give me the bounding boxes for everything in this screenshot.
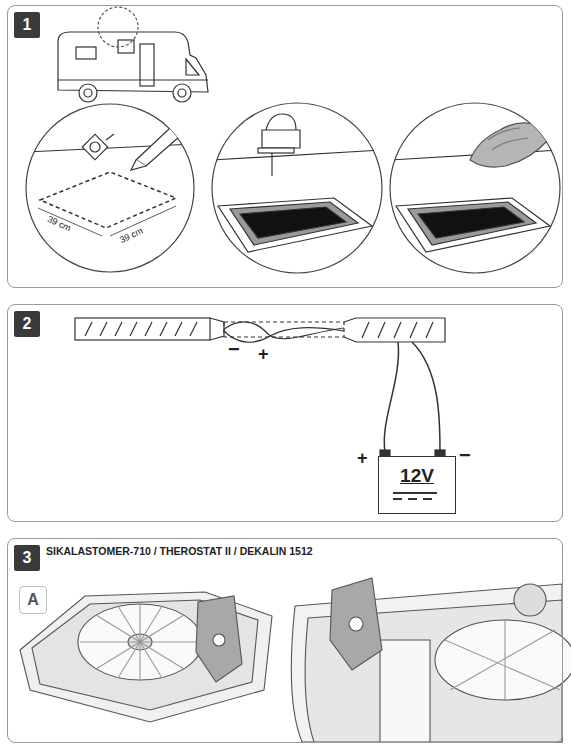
camper-van [84, 89, 92, 97]
vent-base [514, 584, 546, 616]
marking-detail [26, 104, 194, 272]
cutting-detail [266, 114, 296, 130]
vent-base [20, 578, 571, 742]
camper-van [58, 32, 208, 92]
cable [75, 318, 445, 499]
camper-van [76, 47, 96, 59]
cleaning-detail [390, 103, 560, 273]
vent-base [349, 617, 363, 631]
cleaning-detail [470, 123, 548, 167]
cutting-detail [240, 207, 346, 238]
cleaning-detail [418, 207, 524, 238]
marking-detail [106, 134, 114, 140]
camper-van [58, 79, 208, 80]
cable [393, 492, 437, 494]
polarity-sign: − [228, 338, 240, 361]
cutting-detail [212, 114, 382, 252]
marking-detail [90, 142, 100, 152]
cable [224, 328, 344, 343]
vent-base [80, 604, 200, 680]
polarity-sign: − [459, 444, 471, 467]
vent-base [330, 578, 382, 670]
step-panel: 2 12V [7, 304, 563, 522]
polarity-sign: + [357, 448, 368, 469]
cleaning-detail [396, 198, 550, 252]
cable [412, 342, 440, 452]
step-number: 3 [14, 545, 40, 571]
cutting-detail [212, 103, 382, 273]
vent-base [380, 640, 430, 742]
detail-letter-box: A [19, 586, 47, 614]
marking-detail [82, 134, 107, 159]
cutting-detail [218, 198, 372, 252]
cutting-detail [230, 202, 358, 245]
cable [210, 318, 224, 340]
cutting-detail [262, 130, 300, 148]
camper-van [178, 89, 186, 97]
camper-van [173, 84, 191, 102]
cleaning-detail [488, 128, 528, 150]
camper-van [98, 7, 138, 47]
step-panel: 3 SIKALASTOMER-710 / THEROSTAT II / DEKAL… [7, 538, 563, 743]
marking-detail [26, 104, 194, 272]
vent-base [445, 620, 560, 700]
camper-van [79, 84, 97, 102]
battery-box: 12V [378, 456, 456, 514]
cable [85, 322, 197, 336]
camper-van [58, 7, 208, 102]
cutting-detail [258, 148, 294, 153]
cable [224, 322, 344, 337]
step-number: 2 [14, 311, 40, 337]
cable [362, 322, 433, 338]
vent-base [20, 592, 272, 722]
polarity-sign: + [258, 344, 269, 365]
cable [393, 498, 437, 500]
detail-letter: A [20, 591, 46, 609]
cleaning-detail [390, 103, 560, 273]
cable [384, 342, 398, 452]
vent-base [196, 596, 242, 682]
vent-base [435, 620, 571, 700]
marking-detail [136, 128, 180, 166]
cutting-detail [212, 150, 382, 160]
step-number: 1 [14, 12, 40, 38]
cleaning-detail [408, 202, 536, 245]
camper-van [186, 59, 199, 75]
marking-detail [38, 208, 102, 236]
cleaning-detail [390, 123, 560, 252]
battery-voltage: 12V [379, 465, 455, 487]
marking-detail [26, 128, 194, 236]
marking-detail [131, 160, 146, 170]
cable [75, 318, 210, 340]
vent-base [78, 604, 202, 680]
sealant-note: SIKALASTOMER-710 / THEROSTAT II / DEKALI… [46, 545, 313, 557]
step-panel: 1 [7, 5, 563, 288]
vent-base [213, 634, 225, 646]
cutting-detail [271, 153, 272, 176]
cable [344, 318, 445, 342]
cutting-detail [212, 103, 382, 273]
